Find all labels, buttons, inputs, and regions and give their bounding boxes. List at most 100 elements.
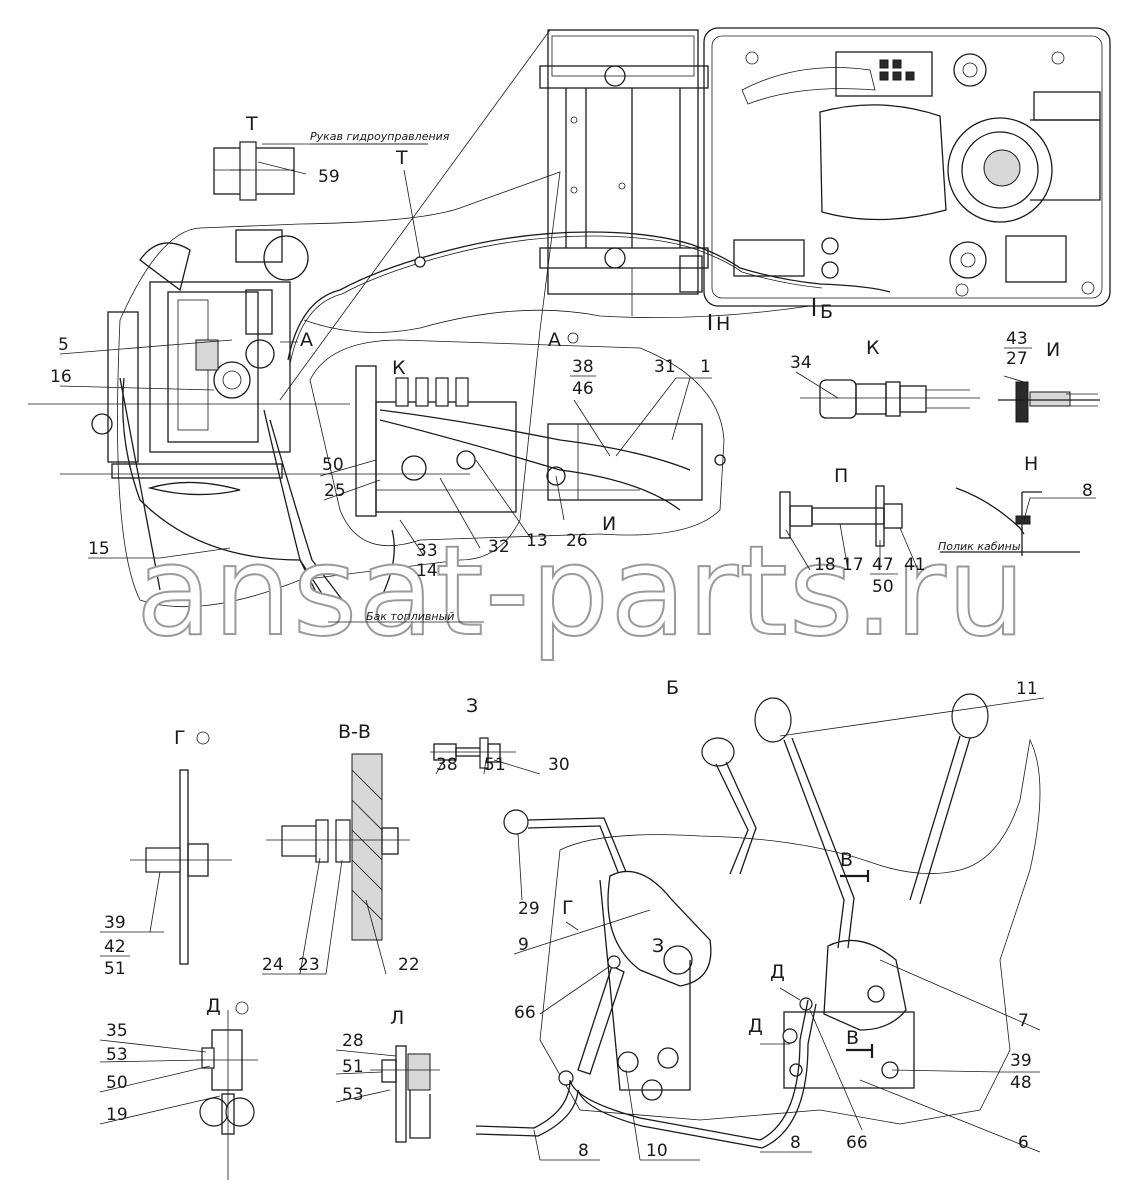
view-A-arrow: А (300, 329, 313, 351)
pos-32: 32 (488, 537, 510, 557)
pos-51c: 51 (342, 1057, 364, 1077)
pos-33: 33 (416, 541, 438, 561)
section-mark-T (414, 256, 426, 268)
view-VV-section (266, 753, 410, 941)
view-T-hose-clamp (213, 141, 307, 201)
rotate-icon (567, 332, 579, 344)
view-L-title: Л (390, 1007, 404, 1029)
view-G-bolt (130, 769, 232, 965)
pos-8a: 8 (1082, 481, 1093, 501)
pos-16: 16 (50, 367, 72, 387)
note-hydraulic-hose: Рукав гидроуправления (310, 130, 450, 143)
cab-plan-view (703, 27, 1111, 307)
section-K-mark: К (392, 357, 406, 379)
pos-29: 29 (518, 899, 540, 919)
pos-11: 11 (1016, 679, 1038, 699)
pos-13: 13 (526, 531, 548, 551)
view-A-title: А (548, 329, 561, 351)
view-T-title: Т (245, 113, 258, 135)
pos-53b: 53 (342, 1085, 364, 1105)
view-I-title: И (1046, 339, 1060, 361)
section-N-mark: Н (716, 313, 730, 335)
pos-51b: 51 (484, 755, 506, 775)
view-G-title: Г (174, 727, 186, 749)
pos-42: 42 (104, 937, 126, 957)
pos-19: 19 (106, 1105, 128, 1125)
pos-7: 7 (1018, 1011, 1029, 1031)
engine-assembly (28, 171, 561, 611)
view-K-title: К (866, 337, 880, 359)
pos-41: 41 (904, 555, 926, 575)
hydraulic-hose-line (287, 231, 891, 361)
pos-34: 34 (790, 353, 812, 373)
view-P-title: П (834, 465, 848, 487)
pos-28: 28 (342, 1031, 364, 1051)
pos-51a: 51 (104, 959, 126, 979)
view-D-joint (196, 1010, 258, 1180)
view-A-fuel-pump (309, 339, 726, 601)
note-fuel-tank: Бак топливный (366, 610, 454, 623)
pos-9: 9 (518, 935, 529, 955)
pos-38b: 38 (436, 755, 458, 775)
pos-6: 6 (1018, 1133, 1029, 1153)
note-cab-floor: Полик кабины (938, 540, 1021, 553)
position-numbers: 59 5 16 15 50 25 33 14 32 13 26 38 46 31… (50, 167, 1093, 1161)
pos-14: 14 (416, 561, 438, 581)
pos-17: 17 (842, 555, 864, 575)
pos-35: 35 (106, 1021, 128, 1041)
section-T-arrow: Т (395, 147, 408, 169)
view-K-fitting (800, 379, 980, 419)
watermark-text: ansat-parts.ru (136, 520, 1026, 664)
pos-30: 30 (548, 755, 570, 775)
view-L-joint (370, 1045, 440, 1143)
section-V-mark-1: В (840, 849, 853, 871)
view-N-title: Н (1024, 453, 1038, 475)
section-V-mark-2: В (846, 1027, 859, 1049)
pos-5: 5 (58, 335, 69, 355)
pos-22: 22 (398, 955, 420, 975)
pos-39b: 39 (1010, 1051, 1032, 1071)
rotate-icon (196, 731, 210, 745)
pos-1: 1 (700, 357, 711, 377)
pos-8b: 8 (578, 1141, 589, 1161)
pos-66a: 66 (514, 1003, 536, 1023)
leader-lines (59, 169, 1096, 1161)
pos-27: 27 (1006, 349, 1028, 369)
section-D-mark-1: Д (770, 961, 785, 983)
pos-50b: 50 (872, 577, 894, 597)
view-B-control-levers (475, 693, 1041, 1149)
pos-50c: 50 (106, 1073, 128, 1093)
view-B-title: Б (666, 677, 679, 699)
pos-25: 25 (324, 481, 346, 501)
section-B-mark: Б (820, 301, 833, 323)
pos-18: 18 (814, 555, 836, 575)
pos-23: 23 (298, 955, 320, 975)
view-N-bracket (940, 487, 1080, 556)
section-G-mark: Г (562, 897, 574, 919)
pos-43: 43 (1006, 329, 1028, 349)
pos-8c: 8 (790, 1133, 801, 1153)
view-Z-bolt (430, 737, 516, 769)
section-I-mark: И (602, 513, 616, 535)
pos-53a: 53 (106, 1045, 128, 1065)
pos-59: 59 (318, 167, 340, 187)
section-Z-mark: З (652, 935, 664, 957)
pos-48: 48 (1010, 1073, 1032, 1093)
view-P-bolt (779, 485, 903, 547)
pos-26: 26 (566, 531, 588, 551)
pos-39a: 39 (104, 913, 126, 933)
view-I-clamp (998, 381, 1100, 423)
pos-31: 31 (654, 357, 676, 377)
pos-46: 46 (572, 379, 594, 399)
section-D-mark-2: Д (748, 1015, 763, 1037)
view-Z-title: З (466, 695, 478, 717)
rotate-icon (235, 1001, 249, 1015)
pos-47: 47 (872, 555, 894, 575)
pos-10: 10 (646, 1141, 668, 1161)
pos-50a: 50 (322, 455, 344, 475)
pos-15: 15 (88, 539, 110, 559)
engine-frame-plan (539, 29, 709, 295)
view-VV-title: В-В (338, 721, 371, 743)
pos-38a: 38 (572, 357, 594, 377)
